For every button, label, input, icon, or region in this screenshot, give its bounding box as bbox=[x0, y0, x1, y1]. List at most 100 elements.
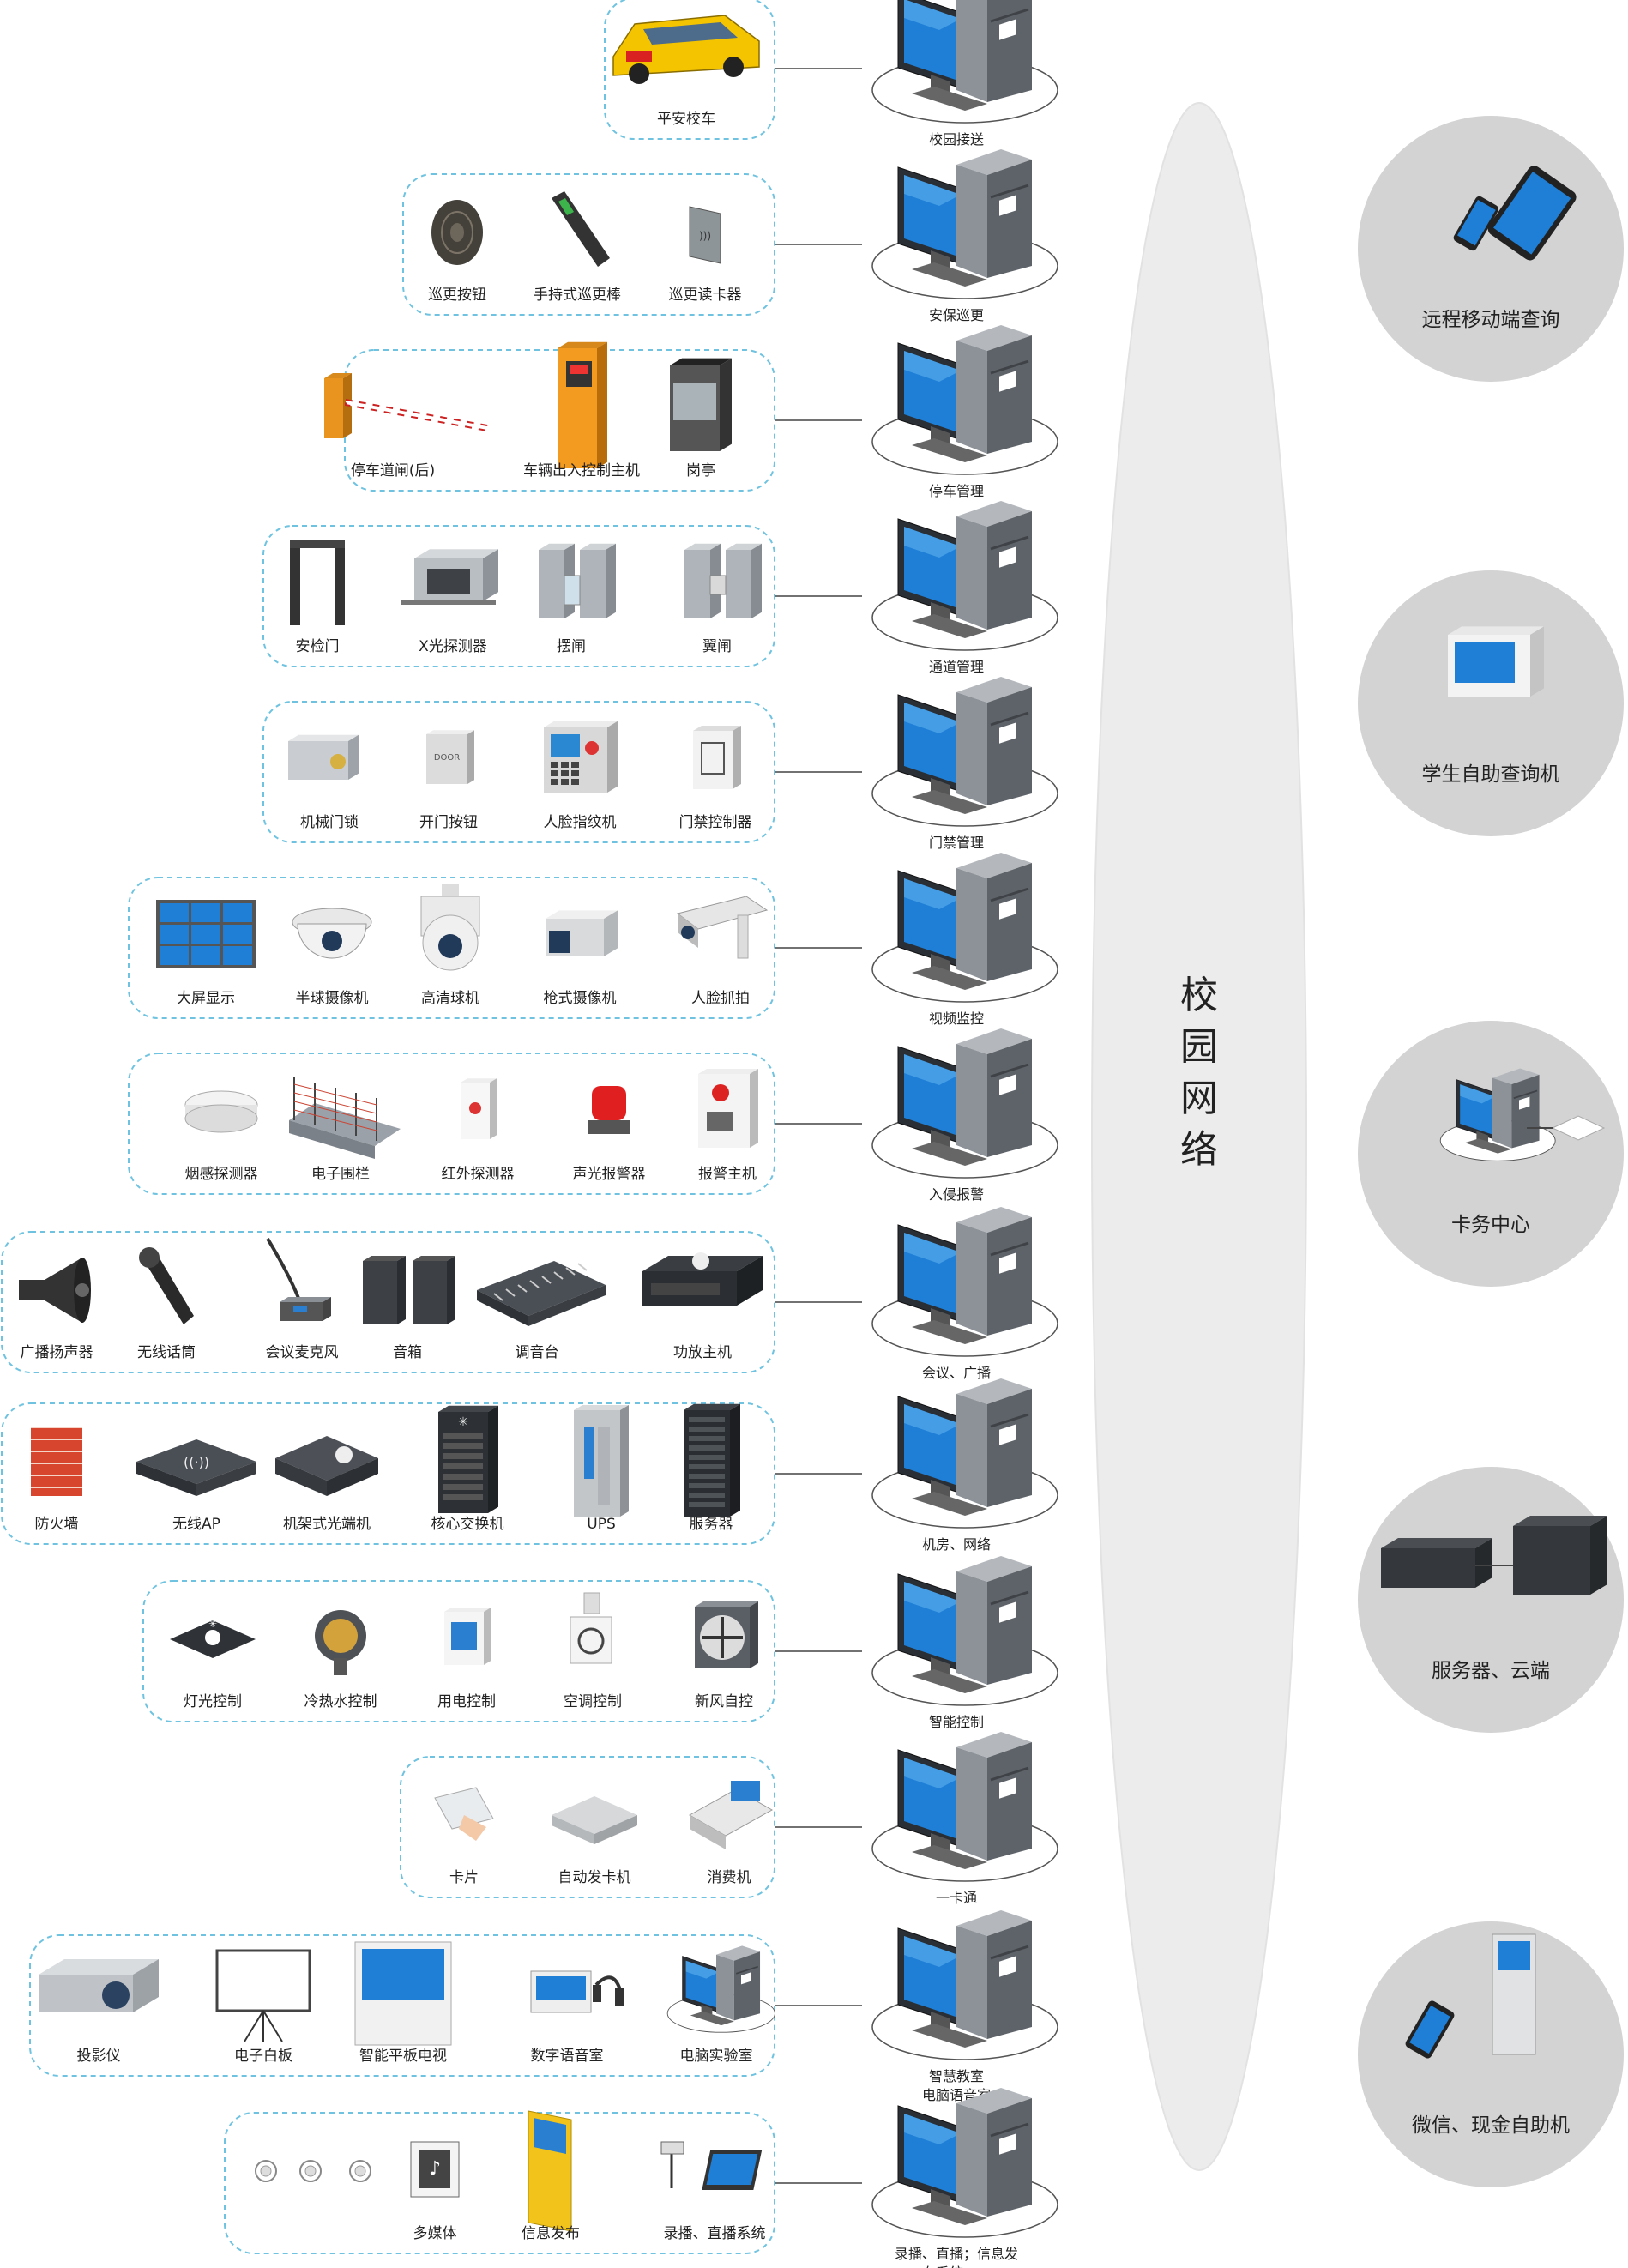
workstation-icon bbox=[871, 1556, 1058, 1706]
device-label: 服务器 bbox=[690, 1516, 733, 1533]
firewall-icon bbox=[31, 1427, 82, 1496]
device-label: 空调控制 bbox=[564, 1693, 622, 1710]
system-label: 停车管理 bbox=[929, 483, 984, 499]
device-item bbox=[539, 543, 616, 618]
device-group-box bbox=[142, 1580, 775, 1722]
system-row: 门禁管理机械门锁DOOR开门按钮人脸指纹机门禁控制器 bbox=[262, 677, 1058, 851]
horn-speaker-icon bbox=[19, 1258, 91, 1323]
device-label: 录播、直播系统 bbox=[664, 2225, 766, 2242]
device-item bbox=[299, 2160, 322, 2182]
device-item bbox=[684, 543, 762, 618]
terminal-label: 远程移动端查询 bbox=[1422, 309, 1560, 331]
language-lab-icon bbox=[530, 1970, 624, 2013]
system-label: 会议、广播 bbox=[922, 1365, 991, 1381]
device-item: ))) bbox=[689, 206, 721, 264]
pos-machine-icon bbox=[688, 1781, 774, 1849]
device-label: 平安校车 bbox=[657, 111, 715, 128]
device-label: 停车道闸(后) bbox=[351, 462, 435, 480]
device-item: ♪ bbox=[410, 2141, 460, 2198]
device-label: 电脑实验室 bbox=[680, 2048, 753, 2065]
device-item bbox=[139, 1247, 194, 1324]
system-workstation bbox=[871, 1207, 1058, 1357]
recording-system-icon bbox=[660, 2141, 763, 2190]
campus-network-label: 校园网络 bbox=[1180, 974, 1218, 1172]
card-reader-icon: ))) bbox=[689, 206, 721, 264]
terminal-label: 服务器、云端 bbox=[1432, 1660, 1550, 1682]
self-service-terminal-icon bbox=[1448, 626, 1544, 697]
device-label: 广播扬声器 bbox=[21, 1344, 93, 1361]
device-item bbox=[39, 1959, 159, 2012]
device-label: 电子围栏 bbox=[311, 1166, 370, 1183]
device-item bbox=[290, 540, 345, 625]
terminal-label: 学生自助查询机 bbox=[1422, 763, 1560, 786]
system-label: 视频监控 bbox=[929, 1010, 984, 1027]
smoke-detector-icon bbox=[184, 1090, 258, 1133]
system-workstation bbox=[871, 325, 1058, 475]
workstation-icon bbox=[871, 1378, 1058, 1529]
device-label: 无线AP bbox=[172, 1516, 220, 1533]
device-item bbox=[684, 1403, 740, 1517]
device-item bbox=[666, 1945, 775, 2033]
device-label: 智能平板电视 bbox=[359, 2048, 447, 2065]
workstation-icon bbox=[1439, 1068, 1556, 1161]
device-item: DOOR bbox=[426, 730, 474, 784]
face-fingerprint-icon bbox=[544, 721, 618, 793]
terminal-circle: 远程移动端查询 bbox=[1358, 116, 1624, 382]
video-wall-icon bbox=[156, 900, 256, 968]
system-row: 视频监控大屏显示半球摄像机高清球机枪式摄像机人脸抓拍 bbox=[128, 853, 1058, 1027]
device-item: ((·)) bbox=[136, 1439, 256, 1496]
exit-button-icon: DOOR bbox=[426, 730, 474, 784]
workstation-icon bbox=[871, 2088, 1058, 2238]
ceiling-speaker-icon bbox=[255, 2160, 277, 2182]
infrared-detector-icon bbox=[461, 1078, 497, 1139]
workstation-icon bbox=[871, 149, 1058, 299]
device-group-box bbox=[29, 1934, 775, 2077]
school-bus-icon bbox=[612, 15, 760, 84]
terminal-icon bbox=[1381, 1516, 1607, 1595]
system-label: 入侵报警 bbox=[929, 1186, 984, 1203]
mixer-icon bbox=[477, 1261, 606, 1326]
amplifier-icon bbox=[642, 1252, 763, 1306]
workstation-icon bbox=[871, 501, 1058, 651]
device-label: 红外探测器 bbox=[442, 1166, 515, 1183]
system-workstation bbox=[871, 1378, 1058, 1529]
dome-camera-icon bbox=[292, 908, 372, 959]
terminal-circle: 卡务中心 bbox=[1358, 1021, 1624, 1287]
terminal-circle: 服务器、云端 bbox=[1358, 1467, 1624, 1733]
device-label: 人脸抓拍 bbox=[691, 990, 750, 1007]
system-label: 安保巡更 bbox=[929, 307, 984, 323]
device-label: 新风自控 bbox=[695, 1693, 753, 1710]
server-cloud-icon bbox=[1381, 1516, 1607, 1595]
light-control-icon: ✳ bbox=[170, 1618, 256, 1658]
workstation-icon bbox=[871, 0, 1058, 124]
terminal-icon bbox=[1448, 626, 1544, 697]
device-item: ✳ bbox=[170, 1618, 256, 1658]
device-label: 会议麦克风 bbox=[266, 1344, 339, 1361]
device-label: 信息发布 bbox=[522, 2225, 580, 2242]
device-label: 安检门 bbox=[296, 638, 340, 655]
device-item bbox=[546, 910, 618, 956]
device-label: 声光报警器 bbox=[573, 1166, 646, 1183]
device-item bbox=[444, 1608, 491, 1665]
device-label: 自动发卡机 bbox=[558, 1869, 631, 1886]
device-item bbox=[693, 726, 741, 789]
system-workstation bbox=[871, 149, 1058, 299]
device-item bbox=[324, 373, 488, 438]
device-item bbox=[570, 1592, 612, 1664]
device-label: 数字语音室 bbox=[531, 2048, 604, 2065]
barrier-gate-icon bbox=[324, 373, 488, 438]
device-item bbox=[420, 884, 480, 971]
campus-network-oval bbox=[1091, 102, 1307, 2171]
smart-tv-icon bbox=[354, 1941, 452, 2046]
device-label: 报警主机 bbox=[698, 1166, 757, 1183]
device-label: 半球摄像机 bbox=[296, 990, 369, 1007]
device-label: 巡更读卡器 bbox=[669, 287, 742, 304]
device-item bbox=[642, 1252, 763, 1306]
system-row: 入侵报警烟感探测器电子围栏红外探测器声光报警器报警主机 bbox=[128, 1028, 1058, 1203]
device-item bbox=[156, 900, 256, 968]
ups-icon bbox=[574, 1405, 629, 1517]
server-rack-icon bbox=[684, 1403, 740, 1517]
